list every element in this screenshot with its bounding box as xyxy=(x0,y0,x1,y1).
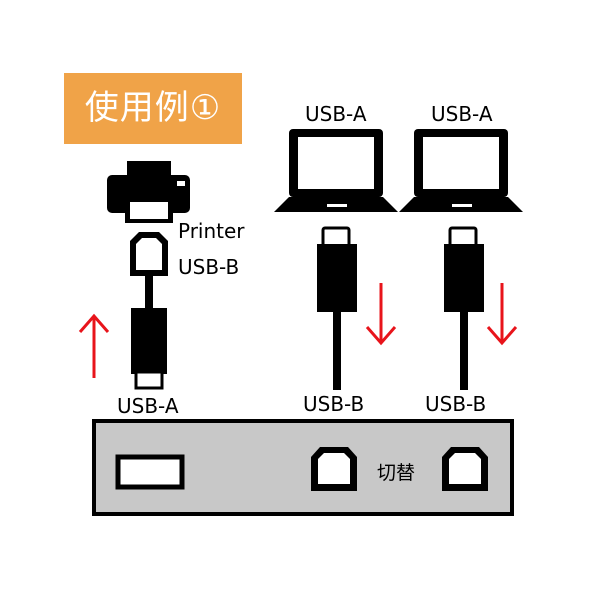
usb-a-connector-icon xyxy=(317,226,357,312)
laptop2-plug-label: USB-B xyxy=(425,392,487,416)
down-arrow-icon xyxy=(365,283,397,346)
usb-a-connector-icon xyxy=(444,226,484,312)
usb-b-port-icon xyxy=(311,447,357,491)
laptop2-port-label: USB-A xyxy=(431,102,493,126)
usb-b-port-icon xyxy=(442,447,488,491)
down-arrow-icon xyxy=(486,283,518,346)
title-badge: 使用例① xyxy=(64,73,242,144)
switch-label: 切替 xyxy=(377,462,416,484)
printer-icon xyxy=(107,161,190,223)
usb-a-connector-icon xyxy=(131,308,167,390)
title-text: 使用例① xyxy=(84,88,222,128)
laptop1-plug-label: USB-B xyxy=(303,392,365,416)
left-plug-label: USB-A xyxy=(117,394,179,418)
laptop-icon xyxy=(399,129,523,212)
printer-port-label: USB-B xyxy=(178,255,240,279)
usb-b-connector-icon xyxy=(130,232,168,276)
laptop1-port-label: USB-A xyxy=(305,102,367,126)
laptop-icon xyxy=(274,129,398,212)
up-arrow-icon xyxy=(78,313,110,378)
laptop2-cable xyxy=(460,310,468,390)
printer-label: Printer xyxy=(178,219,245,243)
printer-cable xyxy=(145,276,153,310)
usb-a-port-icon xyxy=(115,454,185,490)
laptop1-cable xyxy=(333,310,341,390)
